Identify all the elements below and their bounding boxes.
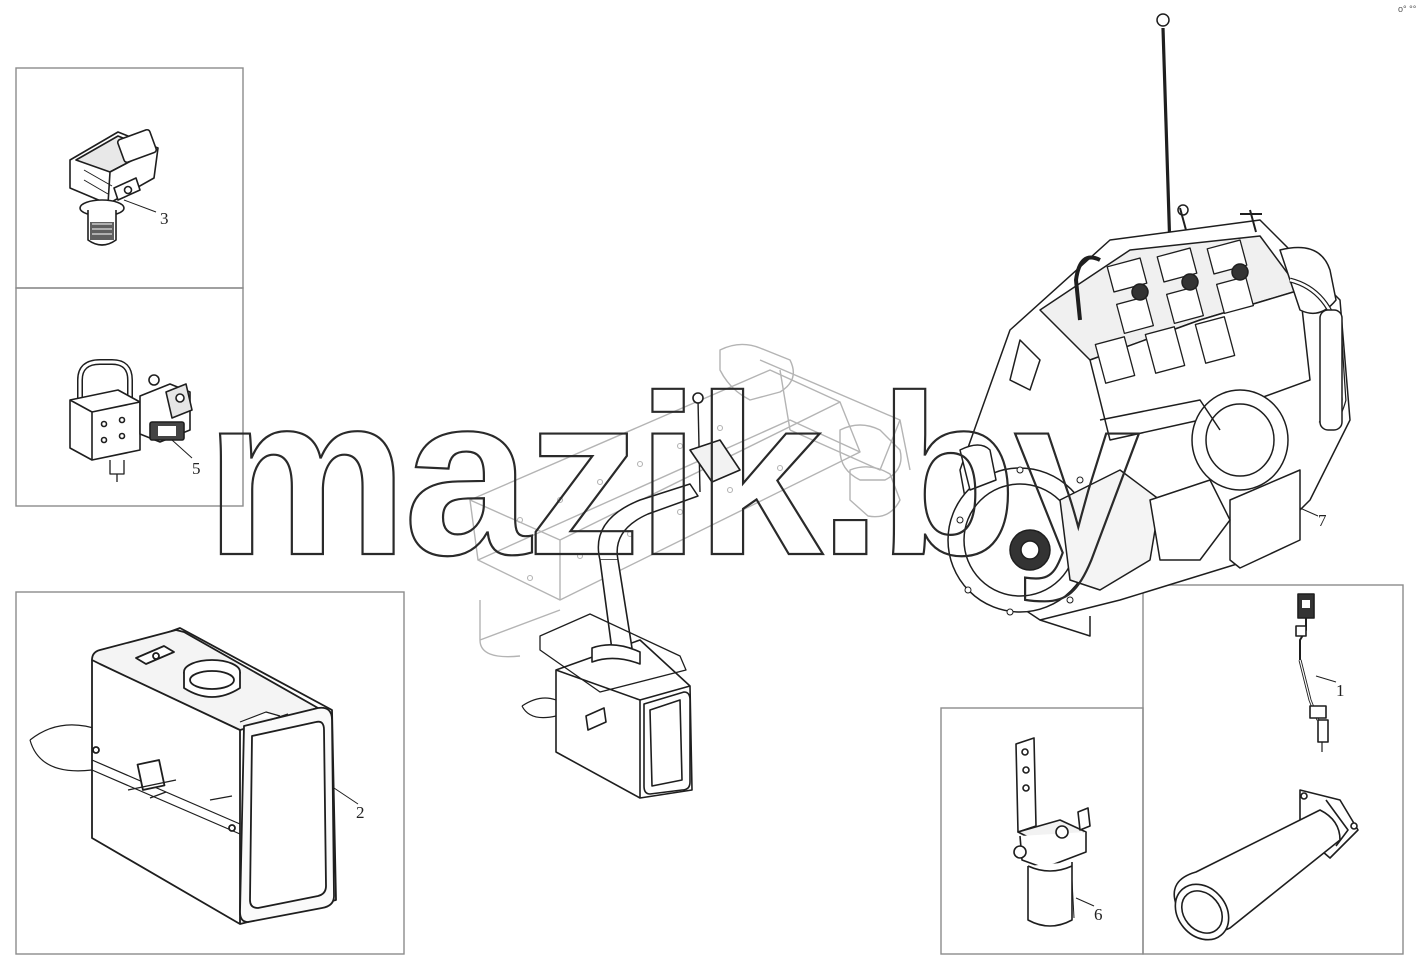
center-tank-assembly	[521, 392, 741, 799]
callout-6: 6	[1094, 905, 1103, 924]
chassis-frame-ghost	[469, 343, 911, 658]
inset-frame-exhaust-sensor	[1142, 584, 1404, 955]
callout-5: 5	[192, 459, 201, 478]
callout-1: 1	[1336, 681, 1345, 700]
pressure-sensor-part	[69, 128, 159, 246]
leader-line-1	[1315, 675, 1337, 683]
inset-frame-valve	[15, 287, 244, 507]
leader-line-3	[123, 199, 157, 213]
callout-7: 7	[1318, 511, 1327, 530]
exhaust-sensor-part	[1173, 593, 1359, 941]
corner-mark: o° °°	[1398, 4, 1417, 14]
callout-2: 2	[356, 803, 365, 822]
leader-line-6	[1075, 897, 1095, 907]
leader-line-7	[1299, 507, 1319, 517]
tank-part	[29, 627, 337, 925]
inset-frames	[15, 67, 1404, 955]
filter-part	[1013, 737, 1091, 927]
callout-3: 3	[160, 209, 169, 228]
valve-block-part	[69, 359, 193, 482]
inset-frame-tank	[15, 591, 405, 955]
watermark-text: mazik.by	[205, 349, 1139, 603]
leader-line-5	[171, 439, 193, 459]
leader-line-2	[333, 787, 359, 805]
engine-part	[947, 13, 1351, 637]
dipstick	[1161, 27, 1172, 251]
